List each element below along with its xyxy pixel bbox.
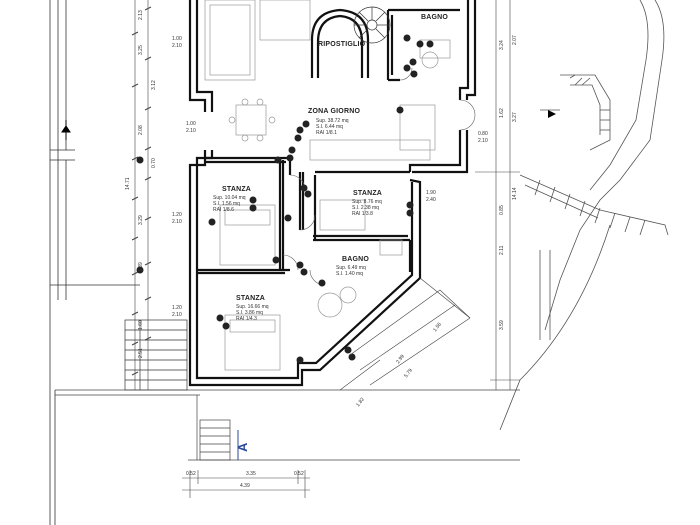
dim-window-190: 1.90: [426, 190, 436, 196]
dim-window-100-a: 1.00: [172, 36, 182, 42]
right-exterior-terrain: [499, 0, 669, 431]
room-info-stanza-left: Sup. 10.04 mq S.I. 1.56 mq RAI 1/8.6: [213, 195, 246, 213]
door-swings: [282, 67, 476, 286]
dim-bottom-052-a: 0.52: [186, 471, 196, 477]
room-name-stanza-mid: STANZA: [353, 190, 383, 197]
dim-left-251: 2.51: [138, 348, 144, 358]
building-walls: [188, 0, 477, 387]
room-info-stanza-bottom: Sup. 16.66 mq S.I. 3.86 mq RAI 1/4.3: [236, 304, 269, 322]
room-info-stanza-mid: Sup. 8.76 mq S.I. 2.38 mq RAI 1/3.8: [352, 199, 382, 217]
dim-window-100-b: 1.00: [186, 121, 196, 127]
bottom-entrance: [55, 389, 520, 461]
spiral-staircase: [353, 6, 391, 44]
dim-right-324: 3.24: [499, 40, 505, 50]
dim-right-162: 1.62: [499, 108, 505, 118]
room-name-bagno-mid: BAGNO: [342, 256, 370, 263]
dim-right-211: 2.11: [499, 245, 505, 255]
dim-left-329: 3.29: [138, 215, 144, 225]
dim-window-080: 0.80: [478, 131, 488, 137]
dim-left-312: 3.12: [151, 80, 157, 90]
section-arrow-top: [61, 120, 71, 140]
room-name-bagno-top: BAGNO: [421, 14, 449, 21]
section-marker-label: A: [235, 442, 250, 452]
bottom-dimension-lines: [182, 470, 310, 498]
dim-right-085: 0.85: [499, 205, 505, 215]
dim-window-210-d: 2.10: [172, 312, 182, 318]
dim-right-327: 3.27: [512, 112, 518, 122]
dim-bottom-439: 4.39: [240, 483, 250, 489]
dim-left-1471: 14.71: [125, 177, 131, 190]
room-info-bagno-mid: Sup. 6.49 mq S.I. 1.40 mq: [336, 265, 366, 277]
dim-right-359: 3.59: [499, 320, 505, 330]
dim-left-070: 0.70: [151, 158, 157, 168]
dim-window-120-b: 1.20: [172, 305, 182, 311]
left-exterior-lines: [49, 0, 140, 525]
dim-left-213: 2.13: [138, 10, 144, 20]
diagonal-dimension-lines: [339, 277, 471, 391]
electrical-symbols: [136, 34, 434, 364]
dim-right-1414: 14.14: [512, 187, 518, 200]
dim-bottom-335: 3.35: [246, 471, 256, 477]
right-dimension-lines: [475, 0, 520, 390]
entrance-stairs: [124, 319, 188, 391]
dim-left-208: 2.08: [138, 125, 144, 135]
left-dimension-lines: [131, 0, 152, 390]
dim-right-207: 2.07: [512, 35, 518, 45]
dim-window-210-a: 2.10: [172, 43, 182, 49]
dim-left-160: 1.60: [138, 320, 144, 330]
dim-window-240: 2.40: [426, 197, 436, 203]
dim-left-339: 3.39: [138, 262, 144, 272]
room-info-zona-giorno: Sup. 38.72 mq S.I. 6.44 mq RAI 1/8.1: [316, 118, 349, 136]
room-name-ripostiglio: RIPOSTIGLIO: [318, 41, 366, 48]
dim-left-325: 3.25: [138, 45, 144, 55]
room-name-zona-giorno: ZONA GIORNO: [308, 108, 361, 115]
room-name-stanza-left: STANZA: [222, 186, 252, 193]
dim-window-210-e: 2.10: [478, 138, 488, 144]
dim-window-210-c: 2.10: [172, 219, 182, 225]
dim-bottom-052-b: 0.52: [294, 471, 304, 477]
room-name-stanza-bottom: STANZA: [236, 295, 266, 302]
furniture: [204, 0, 451, 371]
north-arrow-icon: [548, 110, 556, 118]
dim-window-210-b: 2.10: [186, 128, 196, 134]
dim-window-120-a: 1.20: [172, 212, 182, 218]
